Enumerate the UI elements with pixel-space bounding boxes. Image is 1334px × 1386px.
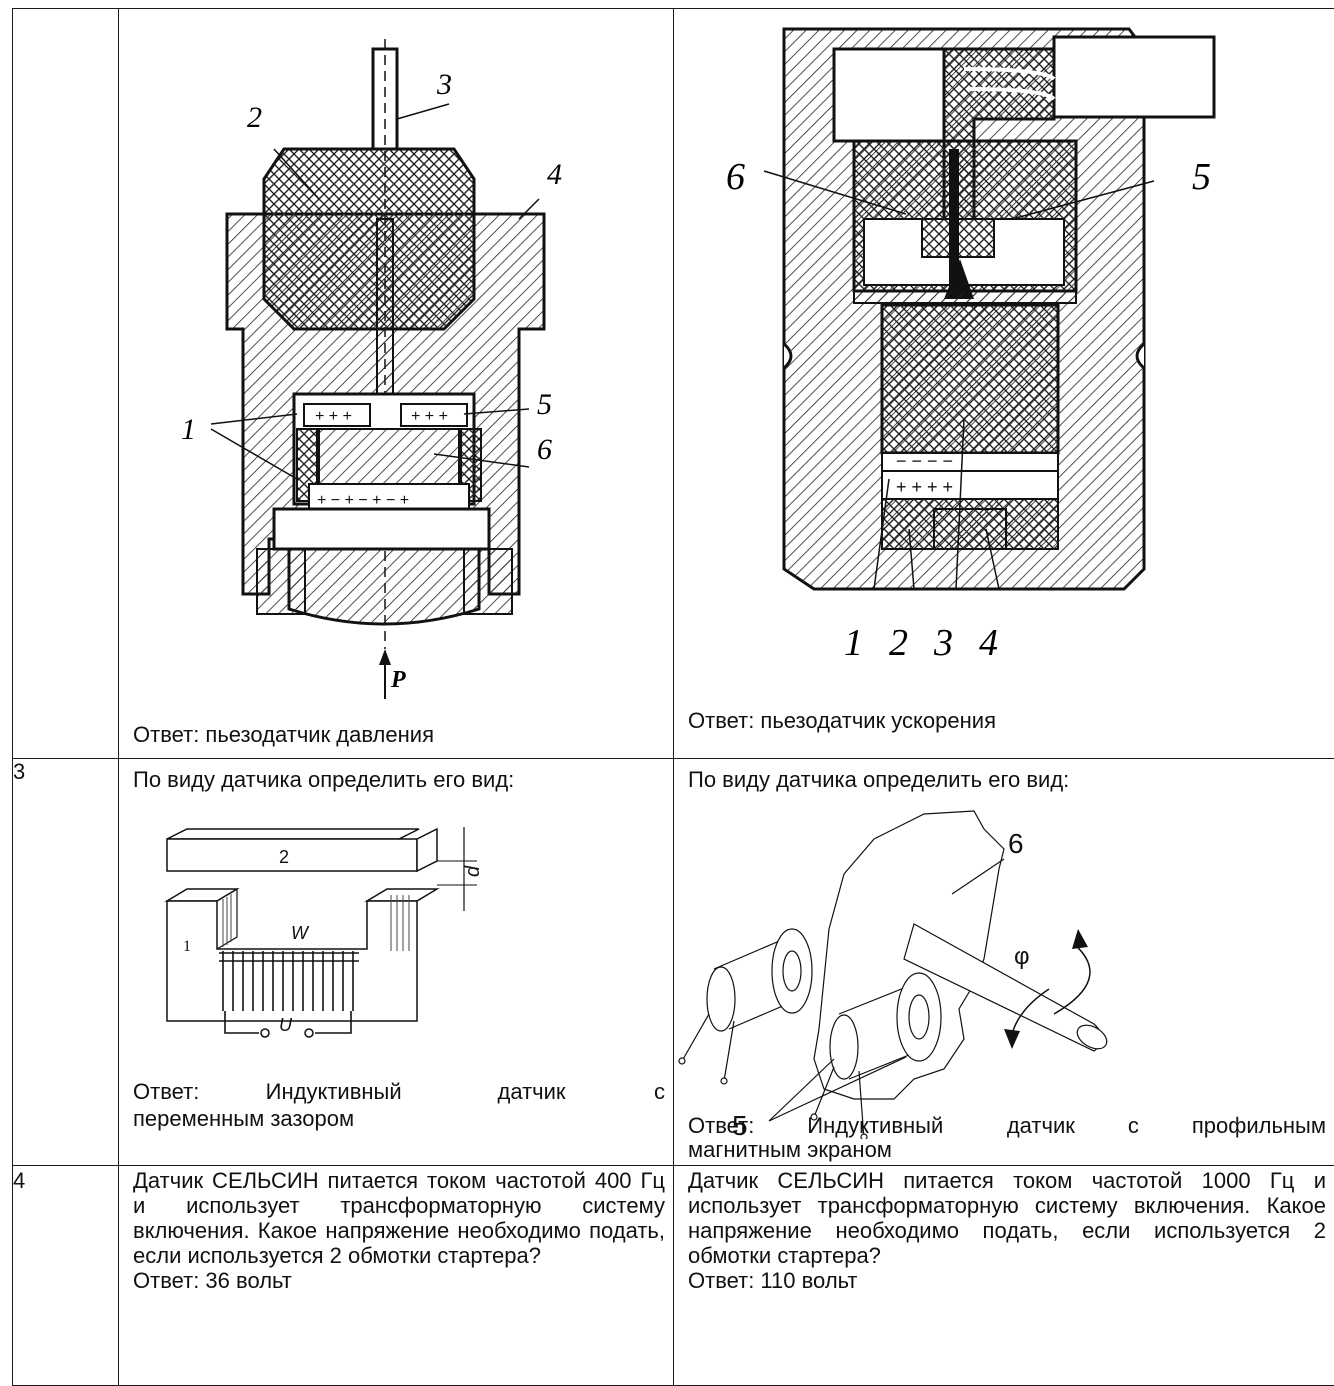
left-question: По виду датчика определить его вид:: [119, 759, 673, 792]
left-answer-line2: переменным зазором: [119, 1104, 362, 1131]
label-3: 3: [933, 622, 953, 664]
core-label: 1: [183, 938, 191, 955]
question-table: + + + + + + + − + − + − +: [12, 8, 1334, 1386]
row-number-cell: [13, 9, 119, 759]
label-4: 4: [547, 158, 562, 191]
svg-text:+ − + − + − +: + − + − + − +: [317, 492, 409, 509]
gap-label: d: [462, 865, 484, 877]
right-answer: Ответ: 110 вольт: [674, 1268, 1334, 1293]
inductive-gap-cell: По виду датчика определить его вид: 2 d: [119, 759, 674, 1166]
label-4: 4: [979, 622, 998, 664]
inductive-screen-cell: По виду датчика определить его вид:: [674, 759, 1334, 1166]
selsyn-1000-cell: Датчик СЕЛЬСИН питается током частотой 1…: [674, 1166, 1334, 1386]
label-1: 1: [181, 413, 196, 446]
table-row: 4 Датчик СЕЛЬСИН питается током частотой…: [13, 1166, 1334, 1386]
left-answer-line1: Ответ: Индуктивный датчик с: [119, 1077, 673, 1104]
left-answer: Ответ: 36 вольт: [119, 1268, 673, 1293]
right-answer-line2: магнитным экраном: [674, 1135, 900, 1162]
label-3: 3: [436, 68, 452, 101]
disk-label: 6: [1008, 828, 1024, 859]
right-answer-line1: Ответ: Индуктивный датчик с профильным: [674, 1111, 1334, 1138]
label-2: 2: [247, 101, 262, 134]
row-number: 4: [13, 1166, 119, 1386]
label-p: P: [390, 667, 406, 693]
label-2: 2: [889, 622, 908, 664]
label-5: 5: [1192, 156, 1211, 198]
plate-label: 2: [279, 847, 289, 867]
table-row: + + + + + + + − + − + − +: [13, 9, 1334, 759]
label-5: 5: [537, 388, 552, 421]
row-number: 3: [13, 759, 119, 1166]
acceleration-sensor-diagram: − − − − + + + + 6 5 1 2 3 4: [674, 9, 1334, 699]
inductive-gap-diagram: 2 d 1 W: [119, 801, 674, 1071]
pressure-sensor-cell: + + + + + + + − + − + − +: [119, 9, 674, 759]
selsyn-400-cell: Датчик СЕЛЬСИН питается током частотой 4…: [119, 1166, 674, 1386]
svg-text:+ + + +: + + + +: [896, 477, 953, 497]
voltage-label: U: [279, 1015, 293, 1035]
right-answer: Ответ: пьезодатчик ускорения: [674, 706, 1004, 733]
pressure-sensor-diagram: + + + + + + + − + − + − +: [119, 9, 659, 717]
angle-label: φ: [1014, 943, 1030, 970]
inductive-screen-diagram: 6 φ 5: [674, 799, 1334, 1139]
label-6: 6: [726, 156, 745, 198]
svg-text:− − − −: − − − −: [896, 451, 953, 471]
svg-text:+ + +: + + +: [315, 408, 352, 425]
svg-text:+ + +: + + +: [411, 408, 448, 425]
acceleration-sensor-cell: − − − − + + + + 6 5 1 2 3 4 Ответ: пьезо…: [674, 9, 1334, 759]
winding-label: W: [291, 923, 310, 943]
right-question: По виду датчика определить его вид:: [674, 759, 1334, 792]
table-row: 3 По виду датчика определить его вид: 2 …: [13, 759, 1334, 1166]
label-6: 6: [537, 433, 552, 466]
left-question: Датчик СЕЛЬСИН питается током частотой 4…: [119, 1166, 673, 1268]
right-question: Датчик СЕЛЬСИН питается током частотой 1…: [674, 1166, 1334, 1268]
left-answer: Ответ: пьезодатчик давления: [119, 720, 442, 747]
label-1: 1: [844, 622, 863, 664]
